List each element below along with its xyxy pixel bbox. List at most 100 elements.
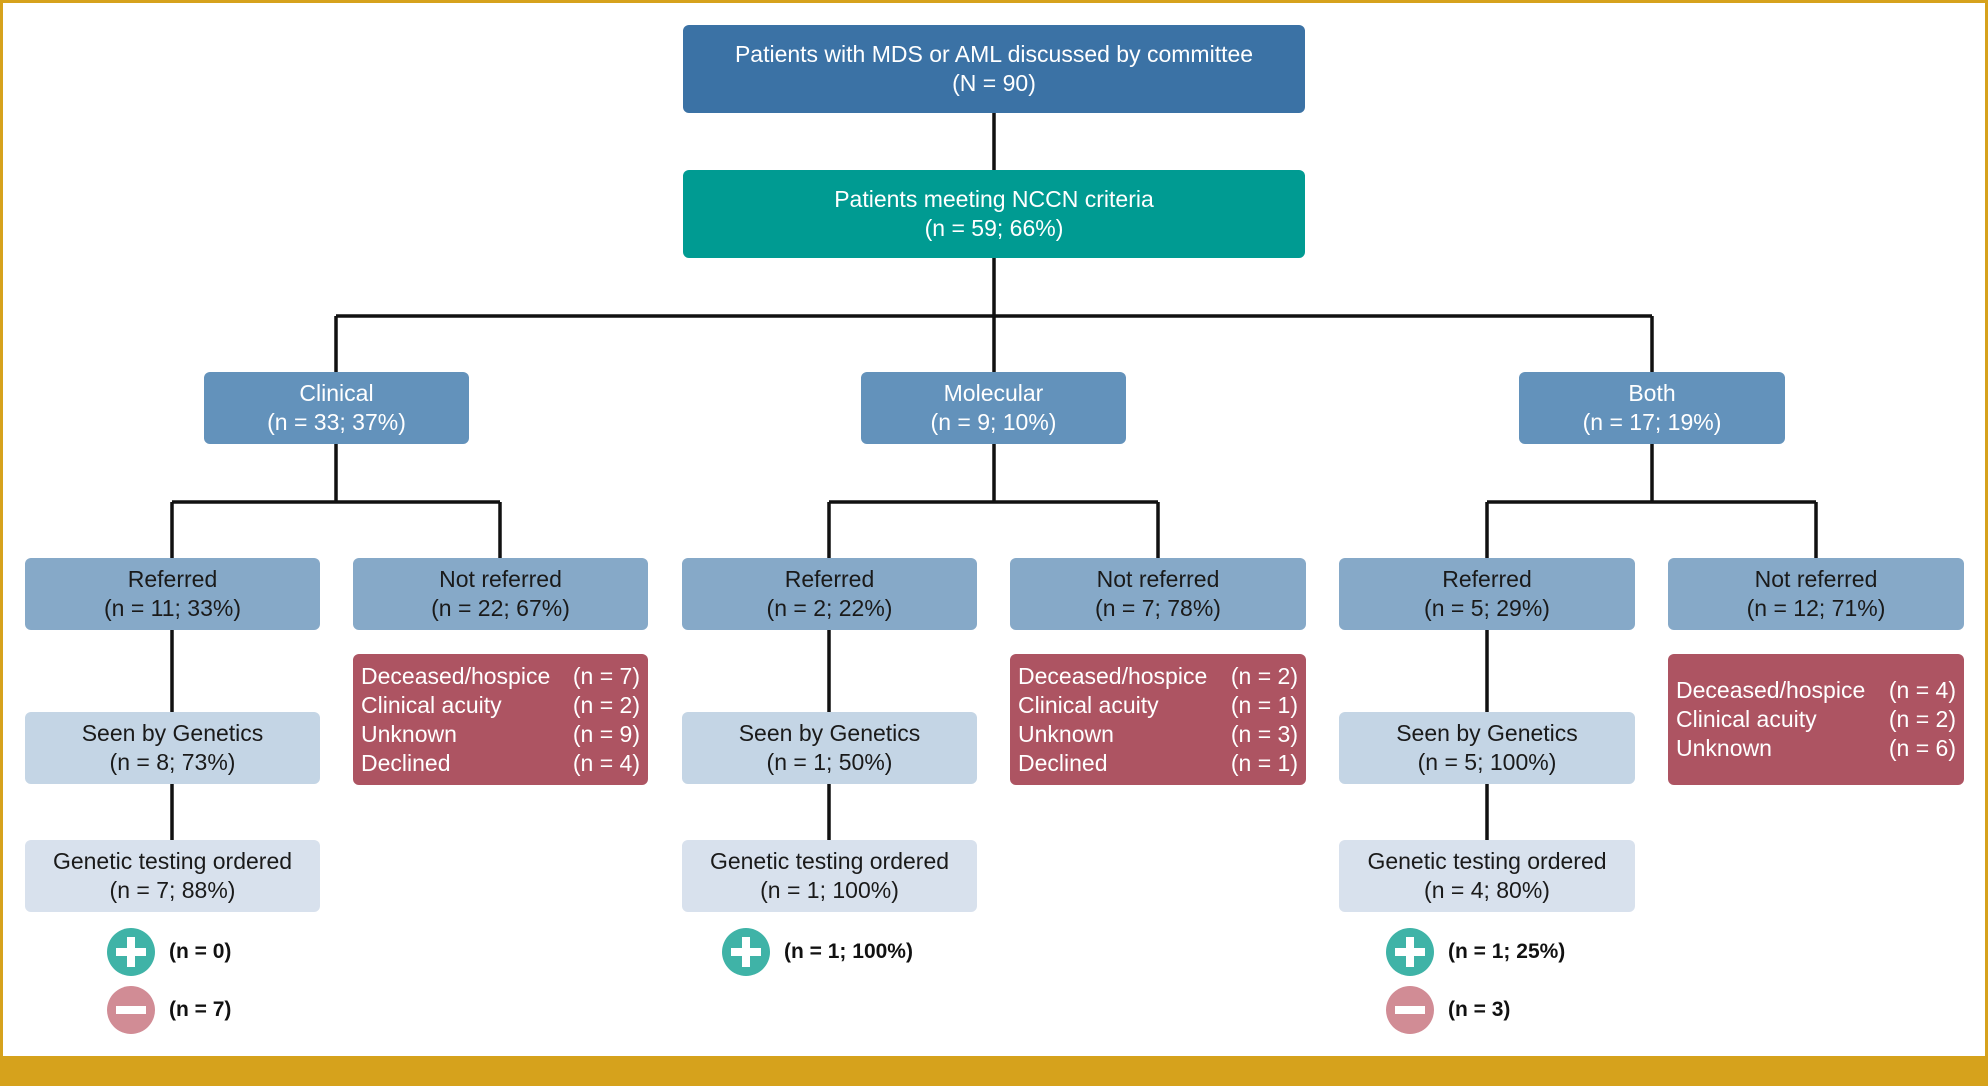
seen-count: (n = 8; 73%) (109, 749, 236, 775)
reason-label: Declined (361, 749, 451, 776)
negative-count: (n = 3) (1448, 998, 1511, 1021)
not-referred-count: (n = 12; 71%) (1746, 595, 1886, 621)
reason-label: Clinical acuity (1676, 706, 1817, 732)
referred-count: (n = 11; 33%) (103, 595, 241, 621)
reason-count: (n = 3) (1230, 720, 1298, 747)
plus-circle-icon (107, 928, 155, 976)
minus-circle-icon (1386, 986, 1434, 1034)
reason-count: (n = 7) (572, 662, 640, 689)
nccn-title: Patients meeting NCCN criteria (834, 186, 1154, 212)
plus-circle-icon (722, 928, 770, 976)
root-box: Patients with MDS or AML discussed by co… (683, 25, 1305, 113)
positive-count: (n = 1; 25%) (1448, 940, 1566, 963)
reason-row: Unknown(n = 3) (1018, 720, 1298, 749)
reason-row: Unknown (n = 6) (1676, 734, 1956, 763)
reason-label: Unknown (361, 720, 457, 747)
reason-count: (n = 9) (572, 720, 640, 747)
testing-count: (n = 1; 100%) (760, 877, 899, 903)
category-both-box: Both (n = 17; 19%) (1519, 372, 1785, 444)
referred-count: (n = 2; 22%) (766, 595, 893, 621)
reason-label: Declined (1018, 749, 1108, 776)
negative-count: (n = 7) (169, 998, 232, 1021)
reason-count: (n = 4) (1888, 677, 1956, 703)
positive-result-both: (n = 1; 25%) (1386, 928, 1565, 976)
reason-row: Clinical acuity (n = 2) (1676, 705, 1956, 734)
category-title: Both (1628, 380, 1676, 406)
testing-box-both: Genetic testing ordered (n = 4; 80%) (1339, 840, 1635, 912)
bottom-accent-bar (0, 1056, 1988, 1086)
nccn-box: Patients meeting NCCN criteria (n = 59; … (683, 170, 1305, 258)
seen-box-both: Seen by Genetics (n = 5; 100%) (1339, 712, 1635, 784)
testing-box-molecular: Genetic testing ordered (n = 1; 100%) (682, 840, 977, 912)
referred-count: (n = 5; 29%) (1424, 595, 1550, 621)
positive-count: (n = 1; 100%) (784, 940, 913, 963)
category-title: Molecular (943, 380, 1044, 406)
reasons-box-both: Deceased/hospice (n = 4) Clinical acuity (… (1668, 654, 1964, 785)
reasons-box-clinical: Deceased/hospice (n = 7) Clinical acuity (… (353, 654, 648, 785)
seen-count: (n = 1; 50%) (766, 749, 893, 775)
plus-circle-icon (1386, 928, 1434, 976)
not-referred-title: Not referred (1754, 566, 1878, 592)
referred-title: Referred (127, 566, 218, 592)
seen-title: Seen by Genetics (1396, 720, 1578, 746)
reason-count: (n = 6) (1888, 735, 1956, 761)
reasons-box-molecular: Deceased/hospice (n = 2) Clinical acuity (… (1010, 654, 1306, 785)
reason-count: (n = 2) (1230, 662, 1298, 689)
reason-row: Deceased/hospice (n = 7) (361, 662, 640, 691)
root-count: (N = 90) (952, 70, 1036, 96)
negative-result-both: (n = 3) (1386, 986, 1510, 1034)
not-referred-count: (n = 7; 78%) (1095, 595, 1221, 621)
category-count: (n = 33; 37%) (267, 409, 406, 435)
not-referred-box-molecular: Not referred (n = 7; 78%) (1010, 558, 1306, 630)
not-referred-title: Not referred (1096, 566, 1220, 592)
root-title: Patients with MDS or AML discussed by co… (734, 41, 1254, 67)
testing-count: (n = 4; 80%) (1424, 877, 1550, 903)
not-referred-title: Not referred (439, 566, 562, 592)
reason-count: (n = 2) (1888, 706, 1956, 732)
category-count: (n = 9; 10%) (930, 409, 1057, 435)
reason-label: Unknown (1676, 735, 1772, 761)
reason-count: (n = 2) (572, 691, 640, 718)
nccn-count: (n = 59; 66%) (924, 215, 1064, 241)
negative-result-clinical: (n = 7) (107, 986, 231, 1034)
minus-circle-icon (107, 986, 155, 1034)
reason-count: (n = 1) (1230, 749, 1298, 776)
reason-label: Deceased/hospice (361, 662, 551, 689)
referred-box-clinical: Referred (n = 11; 33%) (25, 558, 320, 630)
positive-count: (n = 0) (169, 940, 232, 963)
referred-title: Referred (1442, 566, 1532, 592)
reason-row: Declined (n = 1) (1018, 749, 1298, 778)
testing-title: Genetic testing ordered (52, 848, 293, 874)
reason-label: Deceased/hospice (1676, 677, 1866, 703)
testing-box-clinical: Genetic testing ordered (n = 7; 88%) (25, 840, 320, 912)
reason-row: Deceased/hospice (n = 4) (1676, 676, 1956, 705)
referred-title: Referred (784, 566, 875, 592)
category-molecular-box: Molecular (n = 9; 10%) (861, 372, 1126, 444)
reason-label: Clinical acuity (1018, 691, 1159, 718)
reason-count: (n = 1) (1230, 691, 1298, 718)
reason-row: Clinical acuity (n = 1) (1018, 691, 1298, 720)
seen-title: Seen by Genetics (738, 720, 921, 746)
positive-result-clinical: (n = 0) (107, 928, 231, 976)
not-referred-box-both: Not referred (n = 12; 71%) (1668, 558, 1964, 630)
not-referred-box-clinical: Not referred (n = 22; 67%) (353, 558, 648, 630)
reason-row: Declined (n = 4) (361, 749, 640, 778)
testing-count: (n = 7; 88%) (109, 877, 236, 903)
reason-label: Deceased/hospice (1018, 662, 1208, 689)
category-clinical-box: Clinical (n = 33; 37%) (204, 372, 469, 444)
testing-title: Genetic testing ordered (1367, 848, 1607, 874)
reason-row: Deceased/hospice (n = 2) (1018, 662, 1298, 691)
referred-box-both: Referred (n = 5; 29%) (1339, 558, 1635, 630)
reason-count: (n = 4) (572, 749, 640, 776)
category-count: (n = 17; 19%) (1582, 409, 1722, 435)
not-referred-count: (n = 22; 67%) (431, 595, 570, 621)
reason-row: Unknown (n = 9) (361, 720, 640, 749)
seen-title: Seen by Genetics (81, 720, 264, 746)
referred-box-molecular: Referred (n = 2; 22%) (682, 558, 977, 630)
reason-label: Clinical acuity (361, 691, 502, 718)
seen-count: (n = 5; 100%) (1417, 749, 1557, 775)
seen-box-clinical: Seen by Genetics (n = 8; 73%) (25, 712, 320, 784)
reason-row: Clinical acuity (n = 2) (361, 691, 640, 720)
category-title: Clinical (299, 380, 374, 406)
